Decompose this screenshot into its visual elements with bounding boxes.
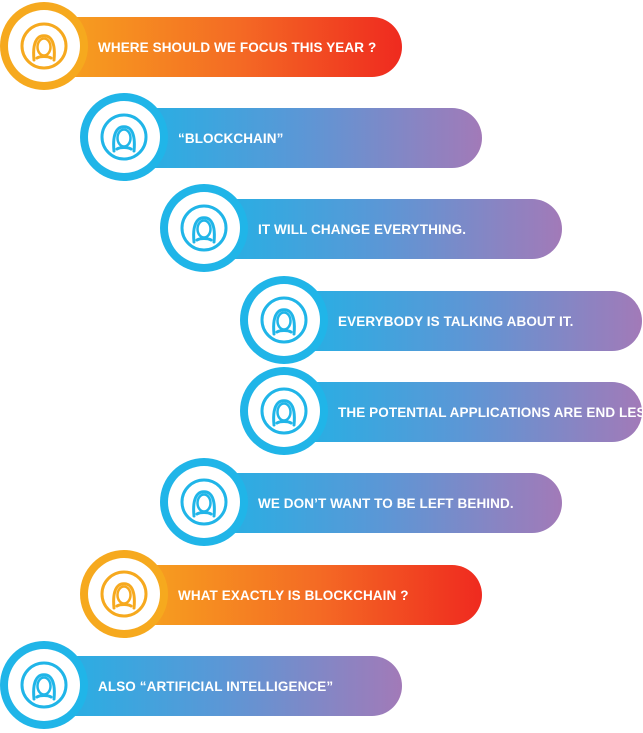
message-bubble: WE DON’T WANT TO BE LEFT BEHIND.: [200, 473, 562, 533]
user-avatar-icon: [20, 22, 68, 70]
user-avatar-icon: [260, 296, 308, 344]
avatar: [240, 276, 328, 364]
message-text: WHERE SHOULD WE FOCUS THIS YEAR ?: [98, 39, 377, 55]
user-avatar-icon: [180, 204, 228, 252]
message-text: THE POTENTIAL APPLICATIONS ARE END LESS.: [338, 404, 643, 420]
message-bubble: WHAT EXACTLY IS BLOCKCHAIN ?: [120, 565, 482, 625]
user-avatar-icon: [180, 478, 228, 526]
avatar: [80, 550, 168, 638]
message-text: ALSO “ARTIFICIAL INTELLIGENCE”: [98, 678, 334, 694]
avatar: [160, 458, 248, 546]
message-bubble: IT WILL CHANGE EVERYTHING.: [200, 199, 562, 259]
message-bubble: ALSO “ARTIFICIAL INTELLIGENCE”: [40, 656, 402, 716]
chat-row-7: WHAT EXACTLY IS BLOCKCHAIN ?: [80, 550, 482, 642]
message-text: “BLOCKCHAIN”: [178, 130, 284, 146]
message-bubble: THE POTENTIAL APPLICATIONS ARE END LESS.: [280, 382, 643, 442]
user-avatar-icon: [20, 661, 68, 709]
chat-row-2: “BLOCKCHAIN”: [80, 93, 482, 185]
avatar: [0, 2, 88, 90]
chat-row-5: THE POTENTIAL APPLICATIONS ARE END LESS.: [240, 367, 643, 459]
message-text: WE DON’T WANT TO BE LEFT BEHIND.: [258, 495, 514, 511]
chat-row-4: EVERYBODY IS TALKING ABOUT IT.: [240, 276, 642, 368]
message-text: IT WILL CHANGE EVERYTHING.: [258, 221, 467, 237]
avatar: [240, 367, 328, 455]
message-text: EVERYBODY IS TALKING ABOUT IT.: [338, 313, 574, 329]
chat-row-1: WHERE SHOULD WE FOCUS THIS YEAR ?: [0, 2, 402, 94]
avatar: [0, 641, 88, 729]
message-bubble: WHERE SHOULD WE FOCUS THIS YEAR ?: [40, 17, 402, 77]
chat-row-8: ALSO “ARTIFICIAL INTELLIGENCE”: [0, 641, 402, 733]
avatar: [160, 184, 248, 272]
user-avatar-icon: [260, 387, 308, 435]
message-text: WHAT EXACTLY IS BLOCKCHAIN ?: [178, 587, 409, 603]
avatar: [80, 93, 168, 181]
chat-row-6: WE DON’T WANT TO BE LEFT BEHIND.: [160, 458, 562, 550]
message-bubble: EVERYBODY IS TALKING ABOUT IT.: [280, 291, 642, 351]
user-avatar-icon: [100, 570, 148, 618]
chat-row-3: IT WILL CHANGE EVERYTHING.: [160, 184, 562, 276]
message-bubble: “BLOCKCHAIN”: [120, 108, 482, 168]
user-avatar-icon: [100, 113, 148, 161]
